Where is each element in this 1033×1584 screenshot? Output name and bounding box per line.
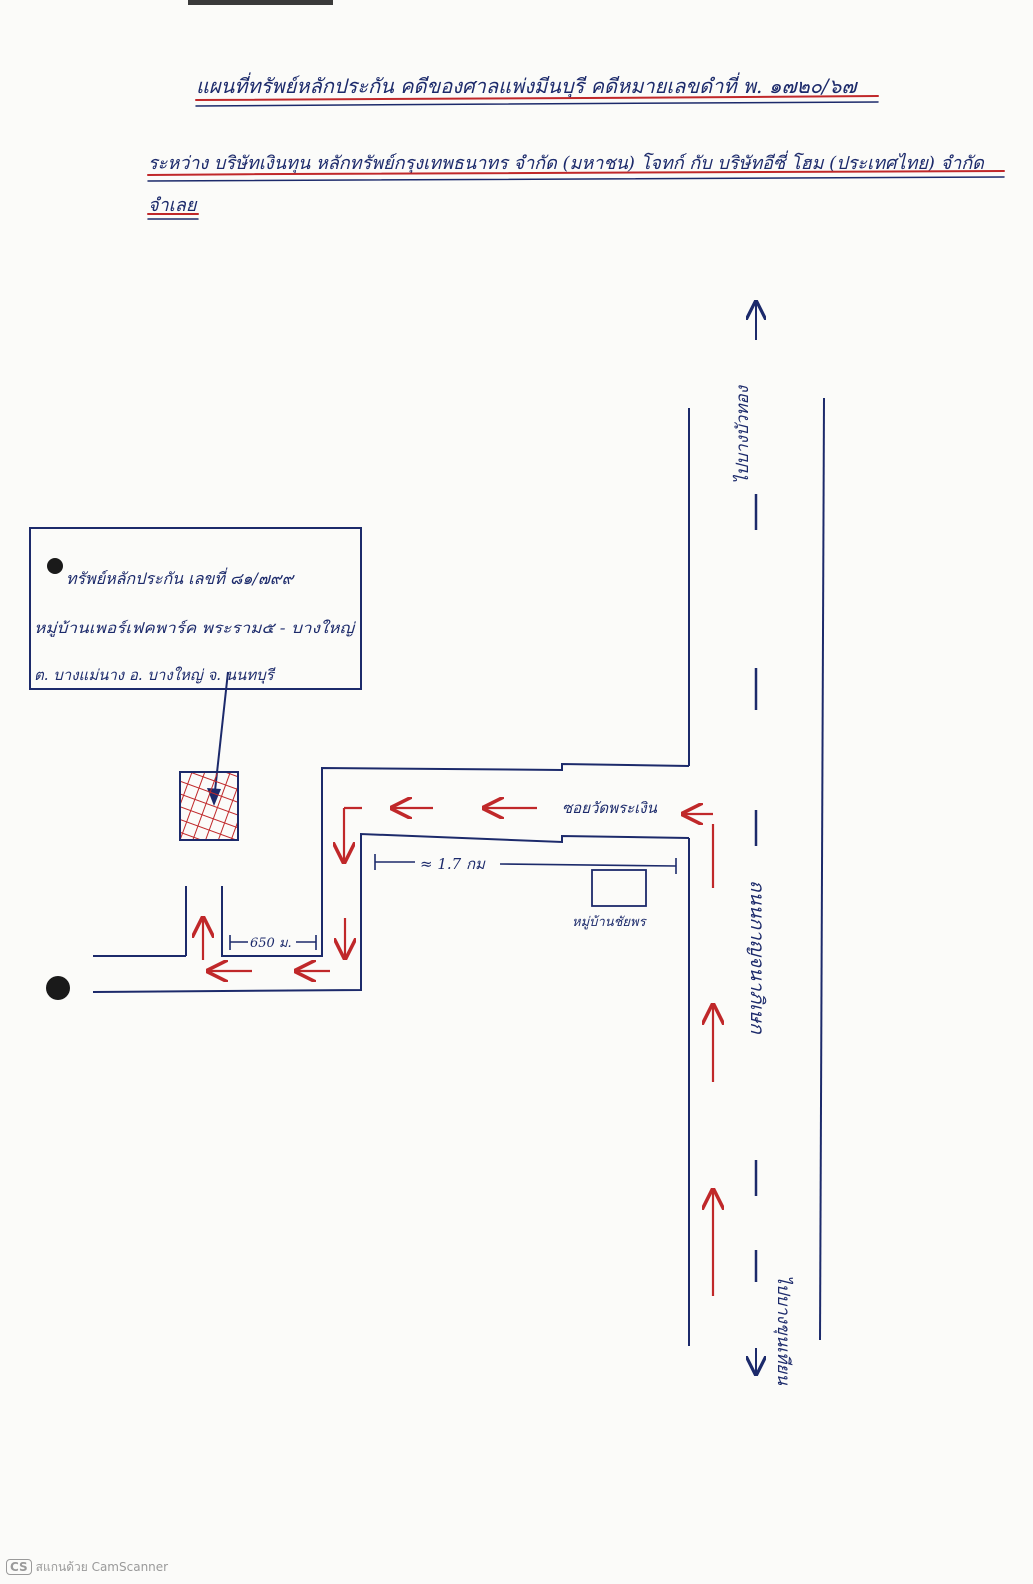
to-south-label: ไปบางขุนเทียน (773, 1275, 794, 1385)
landmark-village-box (591, 869, 647, 907)
distance-long-label: ≈ 1.7 กม (420, 855, 486, 873)
document-title-line-2: ระหว่าง บริษัทเงินทุน หลักทรัพย์กรุงเทพธ… (148, 153, 984, 174)
distance-long-measure (374, 854, 677, 874)
main-road (688, 397, 825, 1346)
document-title-line-1: แผนที่ทรัพย์หลักประกัน คดีของศาลแพ่งมีนบ… (196, 74, 857, 98)
route-arrows (203, 808, 713, 1296)
property-info-line-3: ต. บางแม่นาง อ. บางใหญ่ จ. นนทบุรี (34, 666, 276, 684)
title-underlines (147, 95, 1005, 220)
punch-hole-top (47, 558, 63, 574)
property-parcel (179, 771, 239, 841)
punch-hole-bottom (46, 976, 70, 1000)
soi-road (92, 762, 690, 993)
landmark-label: หมู่บ้านชัยพร (572, 915, 648, 930)
camscanner-text: สแกนด้วย CamScanner (35, 1560, 169, 1574)
scan-edge-strip (188, 0, 333, 5)
property-info-line-1: ทรัพย์หลักประกัน เลขที่ ๘๑/๗๙๙ (66, 567, 296, 588)
camscanner-logo: CS (6, 1559, 32, 1575)
property-info-line-2: หมู่บ้านเพอร์เฟคพาร์ค พระราม๕ - บางใหญ่ (34, 619, 356, 637)
main-road-label: ถนนกาญจนาภิเษก (746, 880, 768, 1035)
soi-label: ซอยวัดพระเงิน (562, 799, 658, 817)
distance-short-measure (229, 935, 317, 950)
document-title-line-3: จำเลย (148, 195, 197, 216)
distance-short-label: 650 ม. (250, 936, 292, 951)
property-info-box (29, 527, 362, 690)
to-north-label: ไปบางบัวทอง (732, 384, 753, 484)
